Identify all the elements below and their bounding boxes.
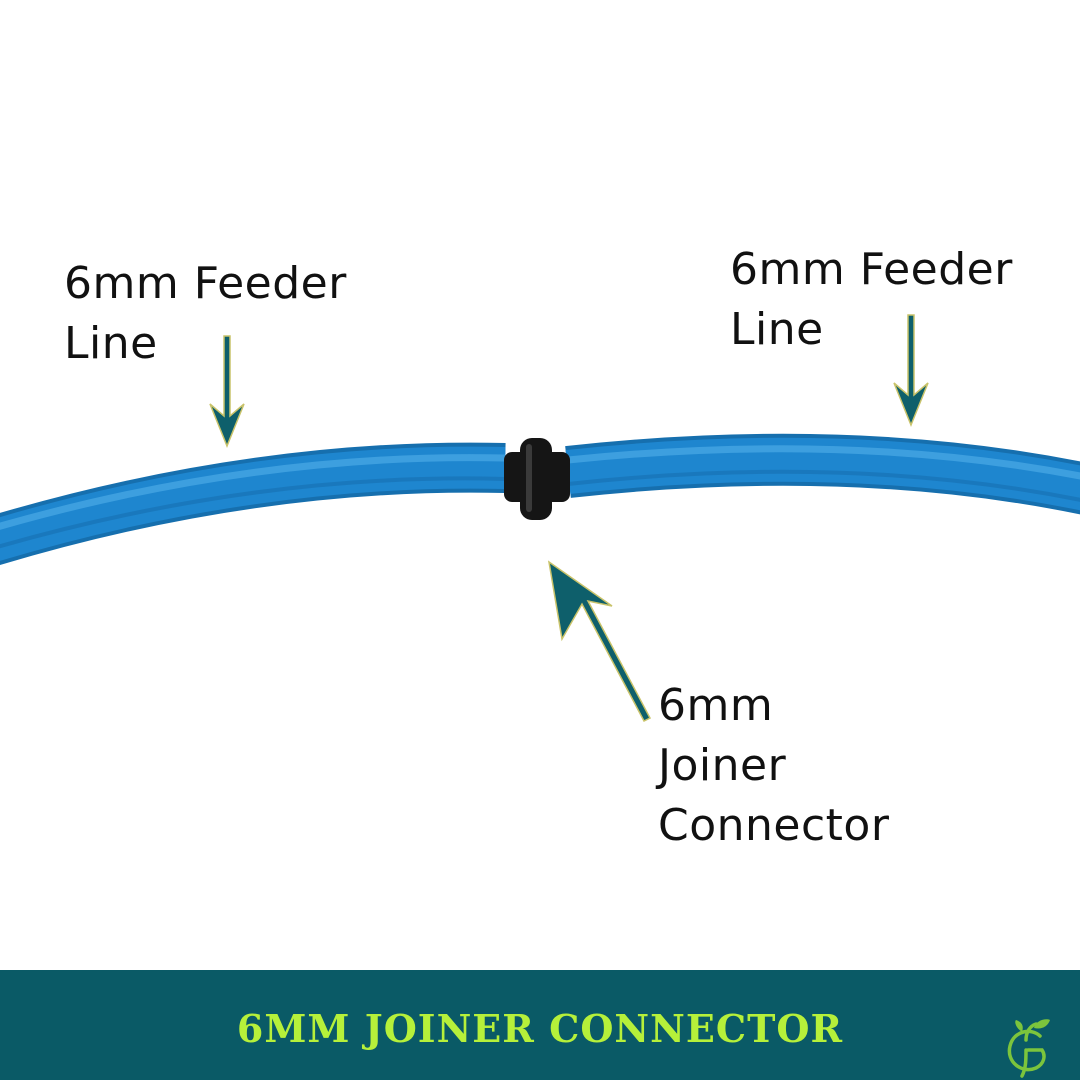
label-line: Joiner — [658, 740, 787, 791]
joiner-connector-label: 6mm Joiner Connector — [658, 676, 889, 856]
left-feeder-label: 6mm Feeder Line — [64, 254, 347, 374]
product-illustration — [0, 314, 1080, 722]
arrow-icon — [547, 560, 652, 722]
arrow-icon — [893, 314, 929, 427]
arrow-icon — [209, 335, 245, 448]
right-feeder-label: 6mm Feeder Line — [730, 240, 1013, 360]
label-line: Line — [730, 304, 824, 355]
footer-banner: 6MM JOINER CONNECTOR — [0, 970, 1080, 1080]
label-line: 6mm Feeder — [730, 244, 1013, 295]
label-line: Line — [64, 318, 158, 369]
label-line: 6mm Feeder — [64, 258, 347, 309]
label-line: Connector — [658, 800, 890, 851]
label-line: 6mm — [658, 680, 774, 731]
joiner-connector — [504, 438, 570, 520]
left-feeder-tube — [0, 442, 506, 566]
footer-title: 6MM JOINER CONNECTOR — [236, 1006, 844, 1051]
right-feeder-tube — [565, 433, 1080, 515]
leaf-monogram-icon — [1007, 1019, 1050, 1078]
